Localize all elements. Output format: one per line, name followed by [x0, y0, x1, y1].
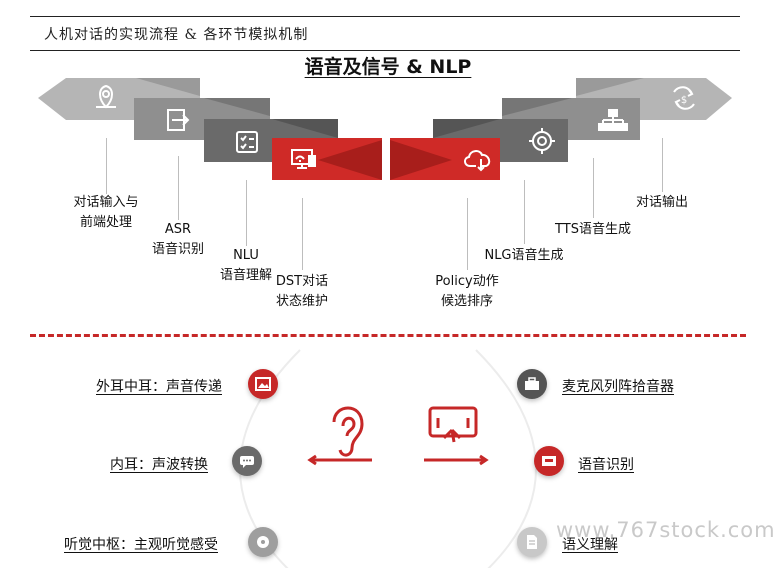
device-item-speech-recognition: 语音识别 — [578, 457, 634, 473]
left-arrow-icon — [307, 454, 372, 466]
leader-line — [178, 156, 179, 220]
stage-label-policy: Policy动作候选排序 — [435, 274, 499, 309]
tablet-icon — [428, 406, 478, 443]
document-icon — [517, 527, 547, 557]
device-item-semantic: 语义理解 — [562, 537, 618, 553]
target-icon — [529, 128, 555, 154]
disc-icon — [248, 527, 278, 557]
ear-item-inner: 内耳：声波转换 — [110, 457, 208, 473]
diagram-title: 语音及信号 & NLP — [304, 56, 472, 78]
leader-line — [467, 198, 468, 270]
leader-line — [246, 180, 247, 246]
login-arrow-icon — [167, 109, 190, 131]
leader-line — [302, 198, 303, 270]
briefcase-icon — [517, 369, 547, 399]
section-divider — [30, 334, 746, 337]
checklist-icon — [236, 131, 258, 153]
center-icons — [307, 406, 489, 466]
inbox-icon — [534, 446, 564, 476]
ear-item-central: 听觉中枢：主观听觉感受 — [64, 537, 218, 553]
header-top-rule — [30, 16, 740, 17]
cloud-download-icon — [464, 150, 491, 172]
leader-line — [106, 138, 107, 194]
leader-line — [524, 180, 525, 244]
stage-label-tts: TTS语音生成 — [555, 222, 631, 237]
watermark-text: www.767stock.com — [556, 518, 776, 542]
device-item-mic-array: 麦克风列阵拾音器 — [562, 379, 674, 395]
leader-line — [593, 158, 594, 218]
screen-broadcast-icon — [291, 149, 316, 169]
process-flow-graphic: $ — [38, 78, 732, 180]
page-header-title: 人机对话的实现流程 & 各环节模拟机制 — [44, 27, 309, 43]
leader-line — [662, 138, 663, 192]
ear-item-outer: 外耳中耳：声音传递 — [96, 379, 222, 395]
location-pin-icon — [96, 84, 116, 109]
ear-icon — [332, 406, 364, 457]
chat-icon — [232, 446, 262, 476]
currency-exchange-icon: $ — [673, 86, 695, 110]
header-bottom-rule — [30, 50, 740, 51]
stage-label-input: 对话输入与前端处理 — [73, 195, 139, 230]
image-icon — [248, 369, 278, 399]
right-arrow-icon — [424, 454, 489, 466]
stage-label-dst: DST对话状态维护 — [275, 274, 329, 309]
stage-label-nlg: NLG语音生成 — [484, 248, 564, 263]
hierarchy-icon — [598, 109, 628, 131]
stage-label-output: 对话输出 — [635, 195, 688, 210]
svg-text:$: $ — [681, 95, 687, 106]
